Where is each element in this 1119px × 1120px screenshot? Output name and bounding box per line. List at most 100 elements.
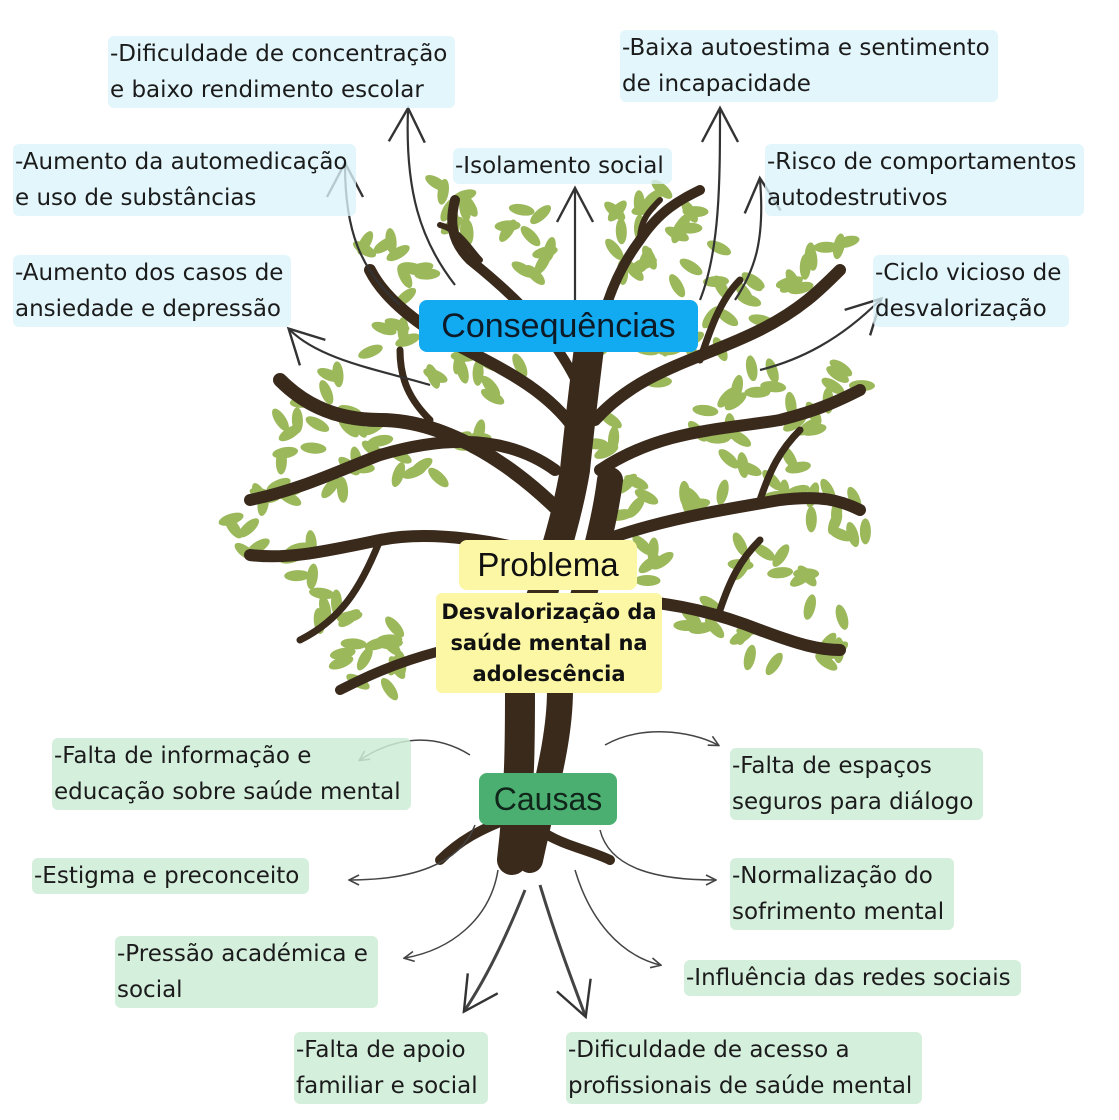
cause-normalization: -Normalização do sofrimento mental [730, 858, 955, 930]
leaf [704, 617, 725, 639]
leaf [594, 444, 619, 459]
leaf [358, 344, 383, 359]
leaf [682, 206, 709, 218]
leaf [607, 200, 627, 222]
leaf [624, 474, 649, 490]
leaf [772, 544, 790, 567]
cause-access-professionals: -Dificuldade de acesso a profissionais d… [566, 1032, 923, 1104]
leaf [767, 567, 794, 579]
leaf [828, 527, 853, 542]
leaf [481, 375, 501, 398]
leaf [615, 218, 627, 245]
leaf [328, 655, 354, 670]
leaf [530, 205, 552, 225]
leaf [717, 387, 737, 408]
leaf [353, 241, 376, 258]
leaf [391, 462, 406, 488]
leaf [797, 565, 817, 587]
leaf [272, 408, 289, 432]
leaf [525, 265, 545, 285]
leaf [480, 388, 505, 405]
leaf [632, 535, 653, 556]
leaf [385, 616, 405, 638]
cause-lack-of-information: -Falta de informação e educação sobre sa… [52, 738, 411, 810]
leaf [651, 551, 674, 570]
leaf [703, 275, 729, 288]
leaf [520, 225, 541, 247]
leaf [386, 245, 410, 262]
leaf [826, 366, 849, 383]
leaf [664, 226, 689, 242]
cause-arrows [350, 731, 718, 1020]
leaf [367, 434, 394, 447]
leaf [423, 368, 448, 383]
leaf [775, 276, 802, 290]
leaf [508, 203, 535, 216]
cause-academic-pressure: -Pressão académica e social [115, 936, 378, 1008]
leaf [724, 392, 747, 411]
leaf [532, 246, 558, 259]
leaf [785, 461, 811, 474]
leaf [728, 429, 752, 447]
leaf [734, 281, 753, 303]
consequence-self-esteem: -Baixa autoestima e sentimento de incapa… [620, 30, 998, 102]
leaf [737, 461, 762, 477]
leaf [634, 489, 659, 505]
leaf [278, 424, 302, 442]
leaf [760, 381, 787, 393]
leaf [309, 587, 335, 600]
leaf [699, 595, 722, 613]
leaf [692, 404, 719, 417]
leaf [651, 179, 673, 199]
problem-title: Problema [459, 540, 637, 590]
leaf [371, 321, 397, 336]
leaf [642, 189, 664, 208]
causes-title: Causas [479, 773, 617, 825]
leaf [835, 604, 849, 630]
leaf [238, 518, 260, 538]
leaf [284, 570, 311, 582]
consequence-concentration: -Dificuldade de concentração e baixo ren… [108, 36, 456, 108]
leaf [306, 563, 318, 590]
leaf [752, 543, 776, 561]
leaf [453, 349, 466, 375]
leaf [275, 448, 287, 475]
leaf [821, 377, 845, 395]
leaf [336, 476, 349, 503]
consequence-isolation: -Isolamento social [453, 148, 672, 184]
leaf [338, 609, 361, 628]
leaf [410, 457, 433, 475]
leaf [381, 635, 401, 656]
problem-description: Desvalorização da saúde mental na adoles… [436, 593, 662, 693]
leaf [716, 479, 729, 506]
leaf [317, 368, 342, 383]
cause-lack-of-safe-spaces: -Falta de espaços seguros para diálogo [730, 748, 984, 820]
leaf [319, 380, 334, 405]
leaf [534, 251, 551, 275]
leaf [408, 262, 434, 275]
leaf [472, 359, 484, 386]
consequences-title: Consequências [419, 300, 698, 352]
leaf [803, 594, 816, 620]
leaf [676, 222, 703, 234]
leaf [512, 353, 528, 378]
leaf [638, 555, 661, 574]
leaf [356, 647, 373, 671]
leaf [804, 242, 816, 269]
leaf [765, 652, 783, 676]
leaf [813, 241, 840, 253]
leaf [669, 274, 686, 298]
cause-lack-of-support: -Falta de apoio familiar e social [294, 1032, 488, 1104]
leaf [397, 264, 413, 289]
leaf [765, 358, 779, 384]
leaf [829, 359, 853, 377]
leaf [494, 220, 521, 232]
leaf [805, 506, 817, 533]
leaf [634, 574, 661, 587]
cause-social-media: -Influência das redes sociais [684, 960, 1021, 996]
leaf [679, 258, 703, 276]
leaf [428, 467, 449, 488]
leaf [732, 532, 748, 557]
consequence-vicious-cycle: -Ciclo vicioso de desvalorização [873, 255, 1070, 327]
leaf [218, 512, 244, 526]
